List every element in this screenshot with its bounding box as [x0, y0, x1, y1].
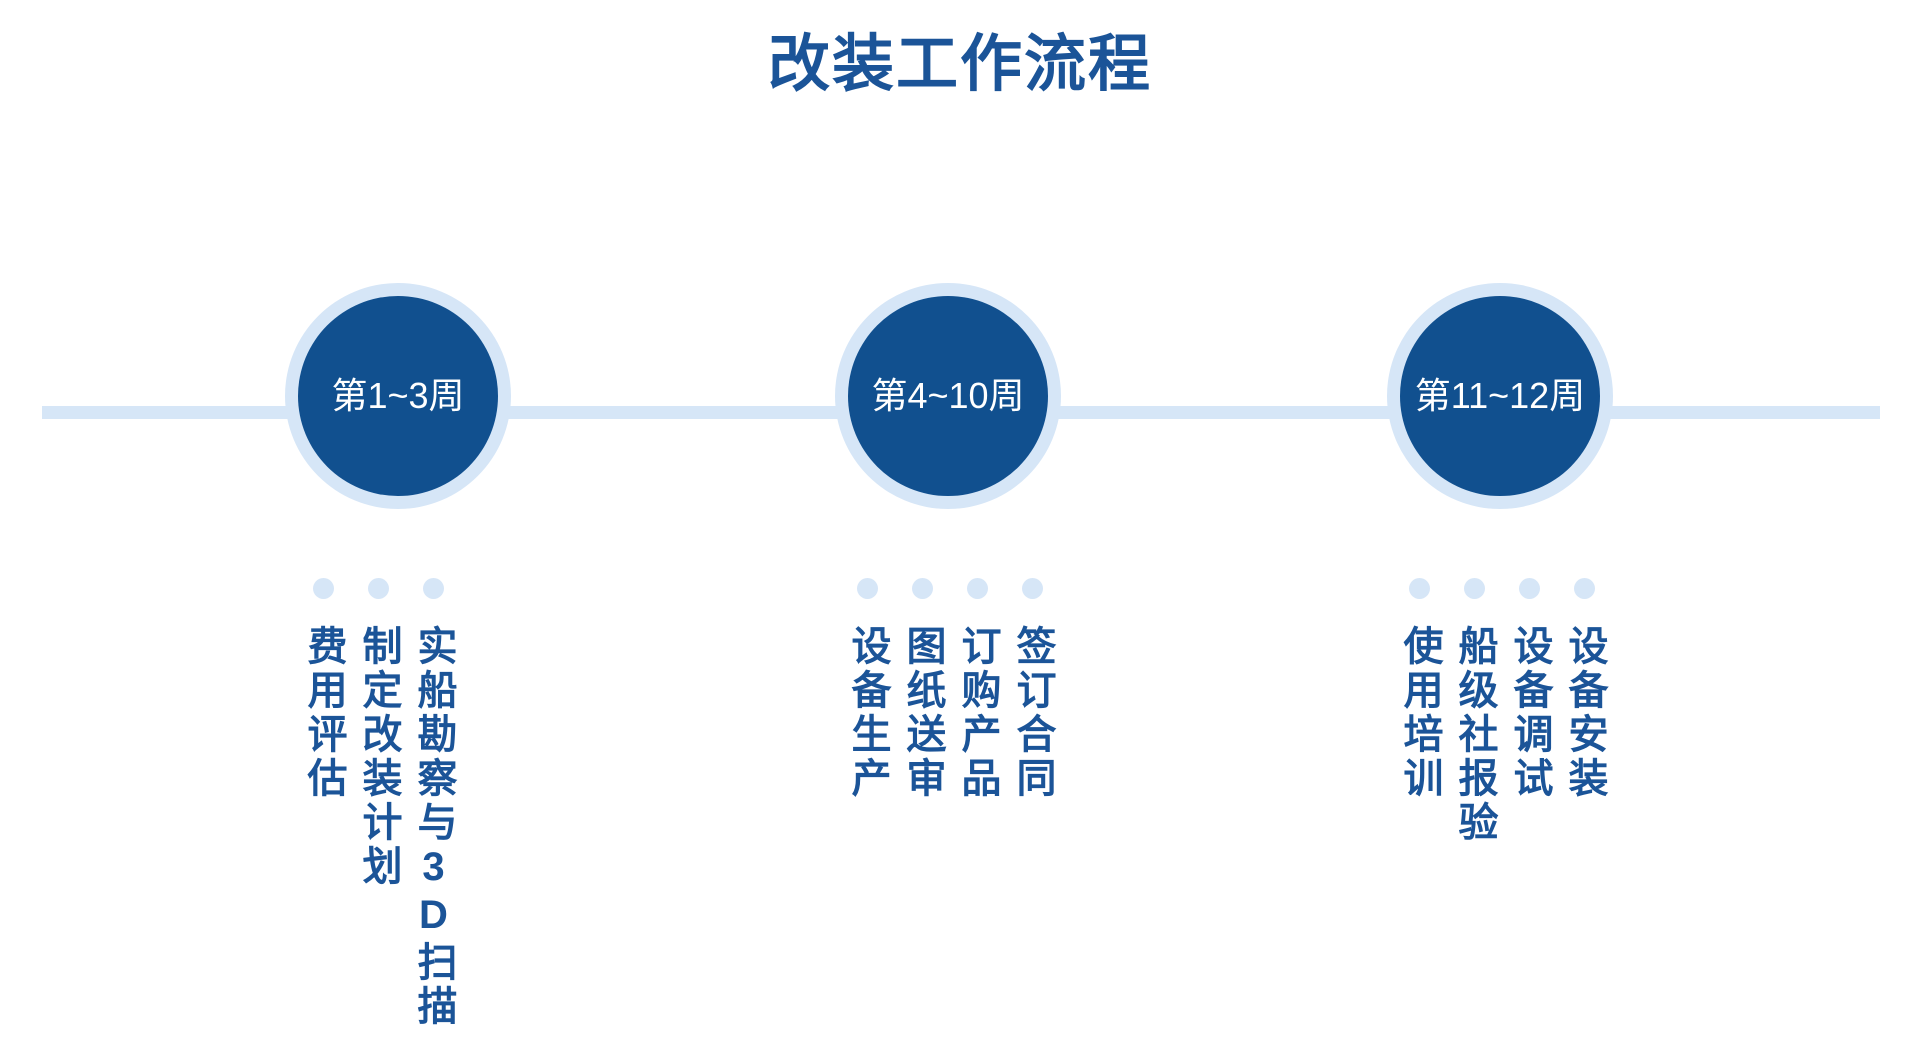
phase-node-label: 第4~10周: [871, 375, 1025, 416]
bullet-dot-icon: [1022, 578, 1043, 599]
task-item[interactable]: 使用培训: [1392, 578, 1447, 801]
task-label: 图纸送审: [900, 625, 945, 801]
task-item[interactable]: 签订合同: [1005, 578, 1060, 801]
bullet-dot-icon: [912, 578, 933, 599]
task-group-phase-3: 设备安装 设备调试 船级社报验 使用培训: [1392, 578, 1612, 845]
bullet-dot-icon: [1464, 578, 1485, 599]
bullet-dot-icon: [967, 578, 988, 599]
phase-node-1[interactable]: 第1~3周: [285, 283, 511, 509]
task-label: 订购产品: [955, 625, 1000, 801]
phase-node-label: 第11~12周: [1414, 375, 1586, 416]
task-group-phase-2: 签订合同 订购产品 图纸送审 设备生产: [840, 578, 1060, 801]
task-label: 签订合同: [1010, 625, 1055, 801]
page-title: 改装工作流程: [767, 30, 1152, 99]
task-item[interactable]: 设备生产: [840, 578, 895, 801]
phase-node-2[interactable]: 第4~10周: [835, 283, 1061, 509]
task-label: 设备调试: [1507, 625, 1552, 801]
bullet-dot-icon: [1409, 578, 1430, 599]
task-item[interactable]: 图纸送审: [895, 578, 950, 801]
bullet-dot-icon: [368, 578, 389, 599]
task-item[interactable]: 设备安装: [1557, 578, 1612, 801]
task-group-phase-1: 实船勘察与3D扫描 制定改装计划 费用评估: [296, 578, 461, 1029]
task-label: 船级社报验: [1452, 625, 1497, 845]
task-item[interactable]: 费用评估: [296, 578, 351, 801]
task-item[interactable]: 船级社报验: [1447, 578, 1502, 845]
phase-node-label: 第1~3周: [331, 375, 465, 416]
bullet-dot-icon: [1574, 578, 1595, 599]
task-label: 使用培训: [1397, 625, 1442, 801]
task-item[interactable]: 设备调试: [1502, 578, 1557, 801]
task-item[interactable]: 制定改装计划: [351, 578, 406, 889]
task-label: 费用评估: [301, 625, 346, 801]
phase-node-disc: 第11~12周: [1400, 296, 1600, 496]
task-item[interactable]: 订购产品: [950, 578, 1005, 801]
task-label: 实船勘察与3D扫描: [411, 625, 456, 1029]
task-item[interactable]: 实船勘察与3D扫描: [406, 578, 461, 1029]
task-label: 制定改装计划: [356, 625, 401, 889]
task-label: 设备安装: [1562, 625, 1607, 801]
bullet-dot-icon: [857, 578, 878, 599]
task-label: 设备生产: [845, 625, 890, 801]
bullet-dot-icon: [313, 578, 334, 599]
phase-node-3[interactable]: 第11~12周: [1387, 283, 1613, 509]
bullet-dot-icon: [1519, 578, 1540, 599]
phase-node-disc: 第1~3周: [298, 296, 498, 496]
bullet-dot-icon: [423, 578, 444, 599]
phase-node-disc: 第4~10周: [848, 296, 1048, 496]
